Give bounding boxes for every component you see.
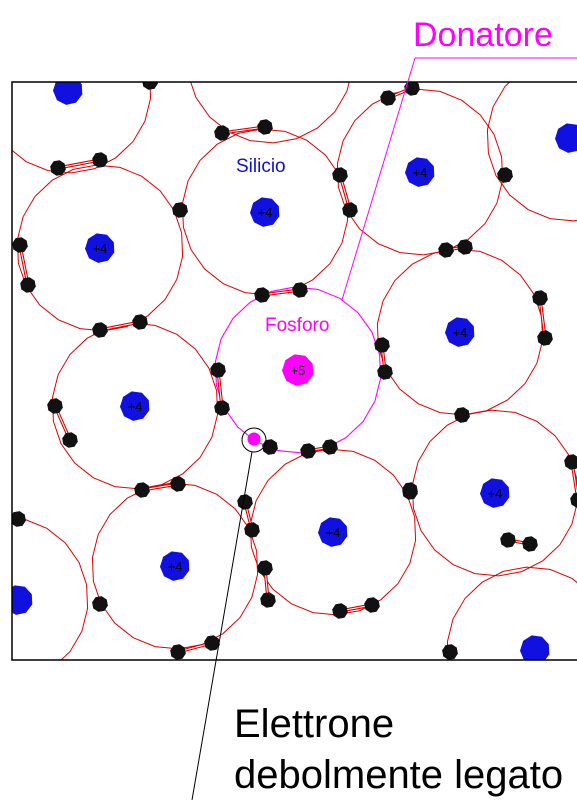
silicon-core xyxy=(480,478,510,508)
valence-electron xyxy=(92,596,108,612)
valence-electron xyxy=(92,322,108,338)
phosphorus-core xyxy=(282,354,314,386)
valence-electron xyxy=(214,400,230,416)
silicon-core xyxy=(318,517,348,547)
valence-electron xyxy=(262,439,278,455)
valence-electron xyxy=(244,522,260,538)
phosphorus-label: Fosforo xyxy=(265,315,329,336)
valence-electron xyxy=(237,494,253,510)
valence-electron xyxy=(292,282,308,298)
valence-electron xyxy=(438,242,454,258)
silicon-core xyxy=(85,233,115,263)
valence-electron xyxy=(132,314,148,330)
valence-electron xyxy=(537,330,553,346)
valence-electron xyxy=(332,167,348,183)
silicon-charge-label: +4 xyxy=(258,205,273,220)
silicon-core xyxy=(405,157,435,187)
silicon-core-partial xyxy=(520,635,550,660)
lattice-area: +4 +4 +4 +4 +4 +4 +4 +4 +5 xyxy=(12,82,577,660)
silicon-orbit xyxy=(486,82,577,222)
valence-electron xyxy=(377,364,393,380)
donor-label: Donatore xyxy=(413,16,553,54)
silicon-orbit xyxy=(12,517,89,660)
silicon-charge-label: +4 xyxy=(128,399,143,414)
silicon-orbit xyxy=(336,88,504,256)
silicon-orbit xyxy=(446,566,577,660)
silicon-core xyxy=(160,551,190,581)
valence-electron xyxy=(454,407,470,423)
electron-leader-line xyxy=(191,451,253,801)
electron-label-line1: Elettrone xyxy=(234,702,394,746)
valence-electrons xyxy=(12,82,577,660)
valence-electron xyxy=(20,277,36,293)
silicon-core-partial xyxy=(12,585,33,615)
valence-electron xyxy=(374,337,390,353)
valence-electron xyxy=(497,167,513,183)
silicon-core-partial xyxy=(53,82,83,105)
lattice-frame xyxy=(11,81,577,661)
valence-electron xyxy=(457,239,473,255)
valence-electron xyxy=(570,492,577,508)
valence-electron xyxy=(442,644,458,660)
donor-leader-line xyxy=(341,57,416,301)
valence-electron xyxy=(47,398,63,414)
valence-electron xyxy=(172,202,188,218)
silicon-orbit xyxy=(51,322,219,490)
valence-electron xyxy=(257,560,273,576)
silicon-charge-label: +4 xyxy=(453,325,468,340)
silicon-core xyxy=(250,197,280,227)
silicon-label: Silicio xyxy=(236,156,286,177)
valence-electron xyxy=(364,597,380,613)
silicon-core-partial xyxy=(555,123,577,153)
silicon-charge-label: +4 xyxy=(168,559,183,574)
valence-electron xyxy=(342,202,358,218)
valence-electron xyxy=(170,476,186,492)
valence-electron xyxy=(322,439,338,455)
valence-electron xyxy=(50,160,66,176)
valence-electron xyxy=(300,443,316,459)
valence-electron xyxy=(500,532,516,548)
valence-electron xyxy=(532,290,548,306)
valence-electron xyxy=(380,90,396,106)
valence-electron xyxy=(404,82,420,96)
silicon-charge-label: +4 xyxy=(413,165,428,180)
valence-electron xyxy=(214,125,230,141)
valence-electron xyxy=(254,287,270,303)
valence-electron xyxy=(257,119,273,135)
valence-electron xyxy=(12,511,26,527)
valence-electron xyxy=(170,644,186,660)
valence-electron xyxy=(260,592,276,608)
valence-electron xyxy=(62,432,78,448)
free-electron-ring xyxy=(241,427,267,453)
silicon-charge-label: +4 xyxy=(488,486,503,501)
valence-electron xyxy=(204,635,220,651)
silicon-orbit xyxy=(190,82,350,144)
valence-electron xyxy=(210,362,226,378)
valence-electron xyxy=(134,482,150,498)
phosphorus-charge-label: +5 xyxy=(291,363,306,378)
silicon-core xyxy=(120,391,150,421)
valence-electron xyxy=(92,152,108,168)
valence-electron xyxy=(402,482,418,498)
valence-electron xyxy=(564,454,577,470)
free-electron xyxy=(247,432,261,446)
silicon-core xyxy=(445,317,475,347)
atom-cores: +4 +4 +4 +4 +4 +4 +4 +4 +5 xyxy=(12,82,577,660)
silicon-orbit xyxy=(376,248,544,416)
valence-electron xyxy=(522,536,538,552)
silicon-charge-label: +4 xyxy=(93,241,108,256)
valence-electron xyxy=(12,237,28,253)
valence-electron xyxy=(332,603,348,619)
silicon-charge-label: +4 xyxy=(326,525,341,540)
valence-electron xyxy=(142,82,158,90)
electron-label-line2: debolmente legato xyxy=(234,753,563,797)
